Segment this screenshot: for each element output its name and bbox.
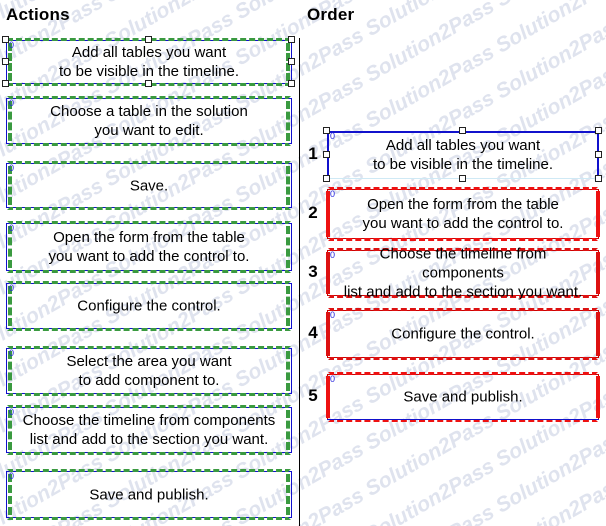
option-label: Choose the timeline from components list… [22, 412, 276, 448]
option-label: Choose the timeline from components list… [343, 245, 583, 301]
resize-handle-w[interactable] [2, 58, 9, 65]
origin-zero-marker: 0 [330, 189, 336, 199]
origin-zero-marker: 0 [9, 471, 15, 481]
actions-column-title: Actions [6, 5, 70, 24]
order-number: 1 [308, 144, 318, 163]
option-label: Configure the control. [77, 297, 221, 315]
option-label: Select the area you want to add componen… [66, 353, 232, 389]
resize-handle-nw[interactable] [2, 36, 9, 43]
option-label: Add all tables you want to be visible in… [58, 44, 240, 80]
origin-zero-marker: 0 [330, 310, 336, 320]
resize-handle-ne[interactable] [595, 127, 602, 134]
order-number: 5 [308, 386, 318, 405]
origin-zero-marker: 0 [330, 374, 336, 384]
resize-handle-e[interactable] [288, 58, 295, 65]
action-option[interactable]: 0 Add all tables you want to be visible i… [2, 36, 295, 87]
option-label: Add all tables you want to be visible in… [372, 137, 554, 173]
resize-handle-sw[interactable] [2, 80, 9, 87]
origin-zero-marker: 0 [330, 250, 336, 260]
option-label: Open the form from the table you want to… [362, 196, 564, 232]
option-label: Choose a table in the solution you want … [50, 103, 248, 139]
resize-handle-w[interactable] [323, 151, 330, 158]
resize-handle-nw[interactable] [323, 127, 330, 134]
origin-zero-marker: 0 [9, 348, 15, 358]
order-slot[interactable]: 0 Choose the timeline from components lis… [326, 246, 600, 301]
option-label: Configure the control. [391, 325, 535, 343]
origin-zero-marker: 0 [9, 98, 15, 108]
order-column-title: Order [307, 5, 355, 24]
option-label: Save and publish. [89, 486, 209, 503]
resize-handle-n[interactable] [145, 36, 152, 43]
origin-zero-marker: 0 [9, 163, 15, 173]
origin-zero-marker: 0 [9, 223, 15, 233]
option-label: Save. [129, 177, 169, 194]
resize-handle-n[interactable] [459, 127, 466, 134]
slot-bottom-edge [327, 419, 599, 420]
resize-handle-s[interactable] [459, 175, 466, 182]
column-divider [299, 38, 300, 526]
origin-zero-marker: 0 [9, 40, 15, 50]
option-label: Open the form from the table you want to… [48, 229, 250, 265]
resize-handle-ne[interactable] [288, 36, 295, 43]
order-number: 4 [308, 323, 318, 342]
option-label: Save and publish. [403, 388, 523, 406]
origin-zero-marker: 0 [9, 283, 15, 293]
resize-handle-se[interactable] [595, 175, 602, 182]
resize-handle-s[interactable] [145, 80, 152, 87]
resize-handle-se[interactable] [288, 80, 295, 87]
origin-zero-marker: 0 [330, 131, 336, 141]
order-number: 2 [308, 203, 318, 222]
order-number: 3 [308, 262, 318, 281]
resize-handle-sw[interactable] [323, 175, 330, 182]
resize-handle-e[interactable] [595, 151, 602, 158]
origin-zero-marker: 0 [9, 407, 15, 417]
